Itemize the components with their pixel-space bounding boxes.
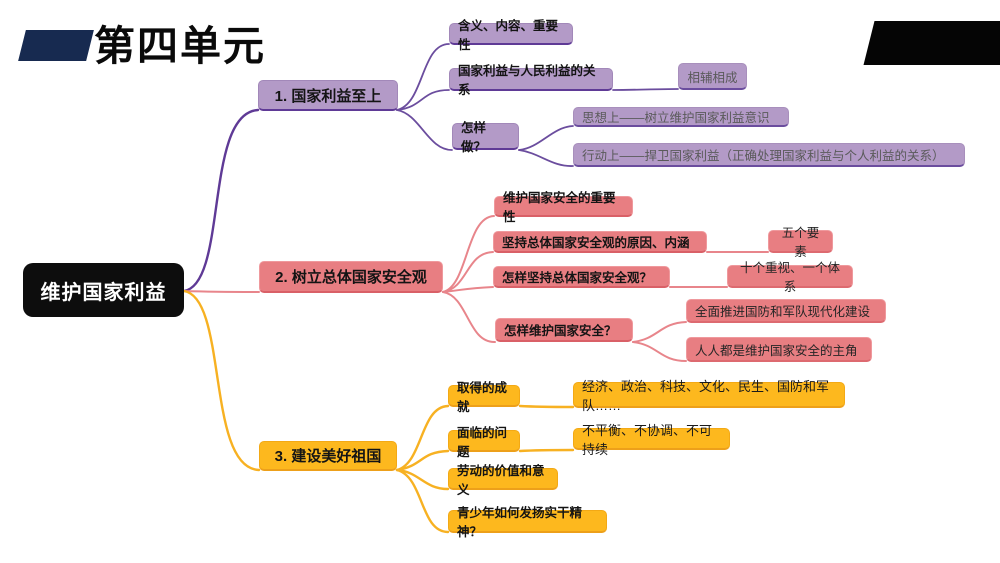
branch-2-leaf-ten-one: 十个重视、一个体系 bbox=[727, 261, 853, 294]
branch-2-topic: 2. 树立总体国家安全观 bbox=[259, 261, 443, 293]
branch-2-key-importance: 维护国家安全的重要性 bbox=[494, 191, 633, 224]
red-connectors bbox=[183, 215, 769, 362]
unit-title: 第四单元 bbox=[94, 23, 266, 69]
branch-2-leaf-five-elements: 五个要素 bbox=[768, 226, 833, 259]
yellow-connectors bbox=[182, 289, 575, 534]
branch-1-leaf-mutual: 相辅相成 bbox=[678, 63, 747, 90]
branch-3-key-achievements: 取得的成就 bbox=[448, 381, 520, 414]
branch-3-leaf-achievement-list: 经济、政治、科技、文化、民生、国防和军队…… bbox=[573, 379, 845, 413]
branch-1-topic: 1. 国家利益至上 bbox=[258, 80, 398, 111]
branch-2-key-reason: 坚持总体国家安全观的原因、内涵 bbox=[493, 231, 707, 253]
branch-1-leaf-action: 行动上——捍卫国家利益（正确处理国家利益与个人利益的关系） bbox=[573, 143, 965, 167]
branch-1-leaf-thought: 思想上——树立维护国家利益意识 bbox=[573, 107, 789, 127]
branch-3-key-labor: 劳动的价值和意义 bbox=[448, 464, 558, 497]
branch-3-key-youth: 青少年如何发扬实干精神？ bbox=[448, 506, 607, 539]
branch-1-key-relation: 国家利益与人民利益的关系 bbox=[449, 64, 613, 97]
branch-3-key-problems: 面临的问题 bbox=[448, 426, 520, 459]
branch-2-leaf-everyone: 人人都是维护国家安全的主角 bbox=[686, 337, 872, 362]
navy-parallelogram-decoration bbox=[18, 30, 94, 61]
branch-2-leaf-defense: 全面推进国防和军队现代化建设 bbox=[686, 299, 886, 323]
purple-connectors bbox=[182, 108, 260, 293]
branch-1-key-how: 怎样做？ bbox=[452, 121, 519, 154]
branch-3-leaf-problem-list: 不平衡、不协调、不可持续 bbox=[573, 423, 730, 457]
root-topic: 维护国家利益 bbox=[23, 263, 184, 317]
branch-2-key-how-uphold: 怎样坚持总体国家安全观？ bbox=[493, 266, 670, 288]
black-parallelogram-decoration bbox=[863, 21, 1000, 65]
branch-2-key-how-safeguard: 怎样维护国家安全？ bbox=[495, 318, 633, 342]
branch-1-key-meaning: 含义、内容、重要性 bbox=[449, 19, 573, 52]
branch-3-topic: 3. 建设美好祖国 bbox=[259, 441, 397, 471]
purple-sub-connectors bbox=[396, 43, 679, 167]
